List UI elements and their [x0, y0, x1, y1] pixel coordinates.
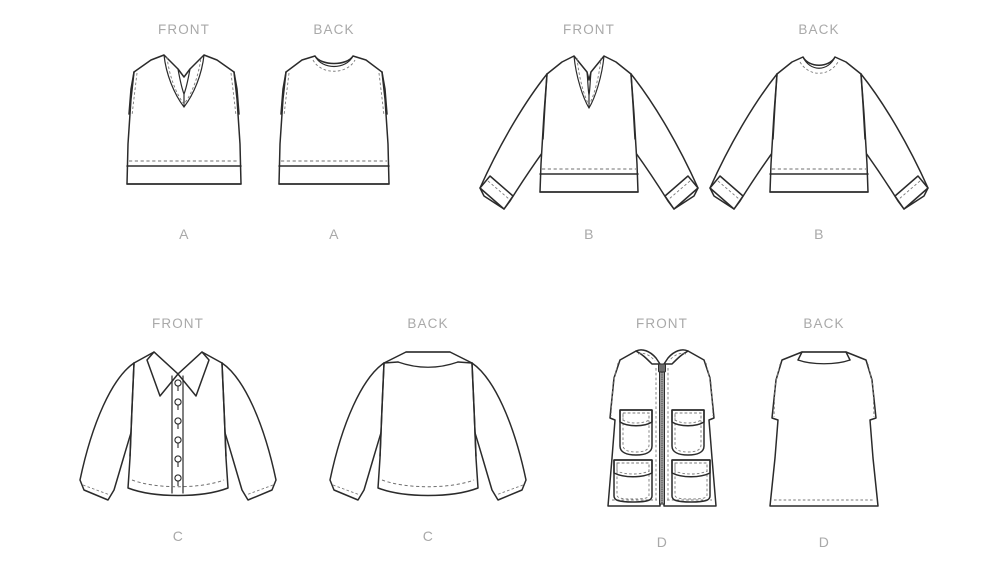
- view-top-label: BACK: [407, 316, 449, 331]
- garment-art-d-back: [762, 338, 886, 534]
- view-top-label: BACK: [313, 22, 355, 37]
- view-top-label: BACK: [798, 22, 840, 37]
- garment-art-a-back: [258, 44, 410, 219]
- garment-view-d-front: FRONT: [600, 316, 724, 550]
- garment-view-b-front: FRONT: [462, 22, 716, 242]
- garment-view-c-back: BACK C: [322, 316, 534, 544]
- view-bottom-label: D: [818, 534, 830, 550]
- garment-art-b-front: [462, 44, 716, 224]
- garment-art-d-front: [600, 338, 724, 534]
- garment-art-b-back: [692, 44, 946, 224]
- view-bottom-label: B: [814, 226, 824, 242]
- view-top-label: BACK: [803, 316, 845, 331]
- view-top-label: FRONT: [158, 22, 210, 37]
- view-top-label: FRONT: [152, 316, 204, 331]
- view-top-label: FRONT: [563, 22, 615, 37]
- view-bottom-label: A: [329, 226, 339, 242]
- garment-view-c-front: FRONT: [72, 316, 284, 544]
- zipper-icon: [658, 363, 666, 505]
- view-bottom-label: B: [584, 226, 594, 242]
- view-bottom-label: A: [179, 226, 189, 242]
- garment-view-a-front: FRONT: [104, 22, 264, 242]
- view-bottom-label: D: [656, 534, 668, 550]
- button-placket-marks: [174, 379, 182, 486]
- view-top-label: FRONT: [636, 316, 688, 331]
- garment-art-c-front: [72, 338, 284, 528]
- garment-view-b-back: BACK B: [692, 22, 946, 242]
- garment-art-a-front: [104, 44, 264, 219]
- view-bottom-label: C: [422, 528, 434, 544]
- view-bottom-label: C: [172, 528, 184, 544]
- garment-view-a-back: BACK A: [258, 22, 410, 242]
- garment-view-d-back: BACK D: [762, 316, 886, 550]
- garment-art-c-back: [322, 338, 534, 528]
